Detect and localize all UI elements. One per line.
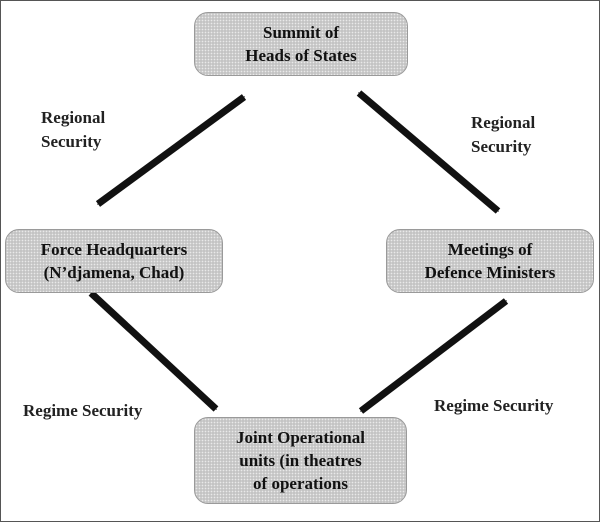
label-regional-security-left: Regional Security: [41, 106, 105, 154]
arrow-force-joint: [88, 290, 219, 412]
label-regional-security-right: Regional Security: [471, 111, 535, 159]
label-regime-security-left: Regime Security: [23, 401, 143, 420]
node-summit: Summit of Heads of States: [194, 12, 408, 76]
node-force-hq: Force Headquarters (N’djamena, Chad): [5, 229, 223, 293]
node-joint-line1: Joint Operational: [236, 428, 365, 447]
node-force-hq-line1: Force Headquarters: [40, 240, 188, 259]
arrow-summit-force: [95, 94, 247, 207]
node-defence: Meetings of Defence Ministers: [386, 229, 594, 293]
label-regional-security-right-line1: Regional: [471, 113, 536, 132]
node-joint-line2: units (in theatres: [239, 451, 362, 470]
label-regime-security-right: Regime Security: [434, 396, 554, 415]
label-regional-security-right-line2: Security: [471, 137, 532, 156]
label-regional-security-left-line1: Regional: [41, 108, 106, 127]
node-defence-line1: Meetings of: [447, 240, 533, 259]
node-summit-line2: Heads of States: [245, 46, 357, 65]
node-joint-line3: of operations: [253, 474, 348, 493]
label-regional-security-left-line2: Security: [41, 132, 102, 151]
node-defence-line2: Defence Ministers: [424, 263, 556, 282]
arrow-summit-defence: [356, 90, 501, 214]
arrow-defence-joint: [358, 298, 509, 414]
node-force-hq-line2: (N’djamena, Chad): [43, 263, 185, 282]
node-summit-line1: Summit of: [262, 23, 340, 42]
node-joint: Joint Operational units (in theatres of …: [194, 417, 407, 504]
